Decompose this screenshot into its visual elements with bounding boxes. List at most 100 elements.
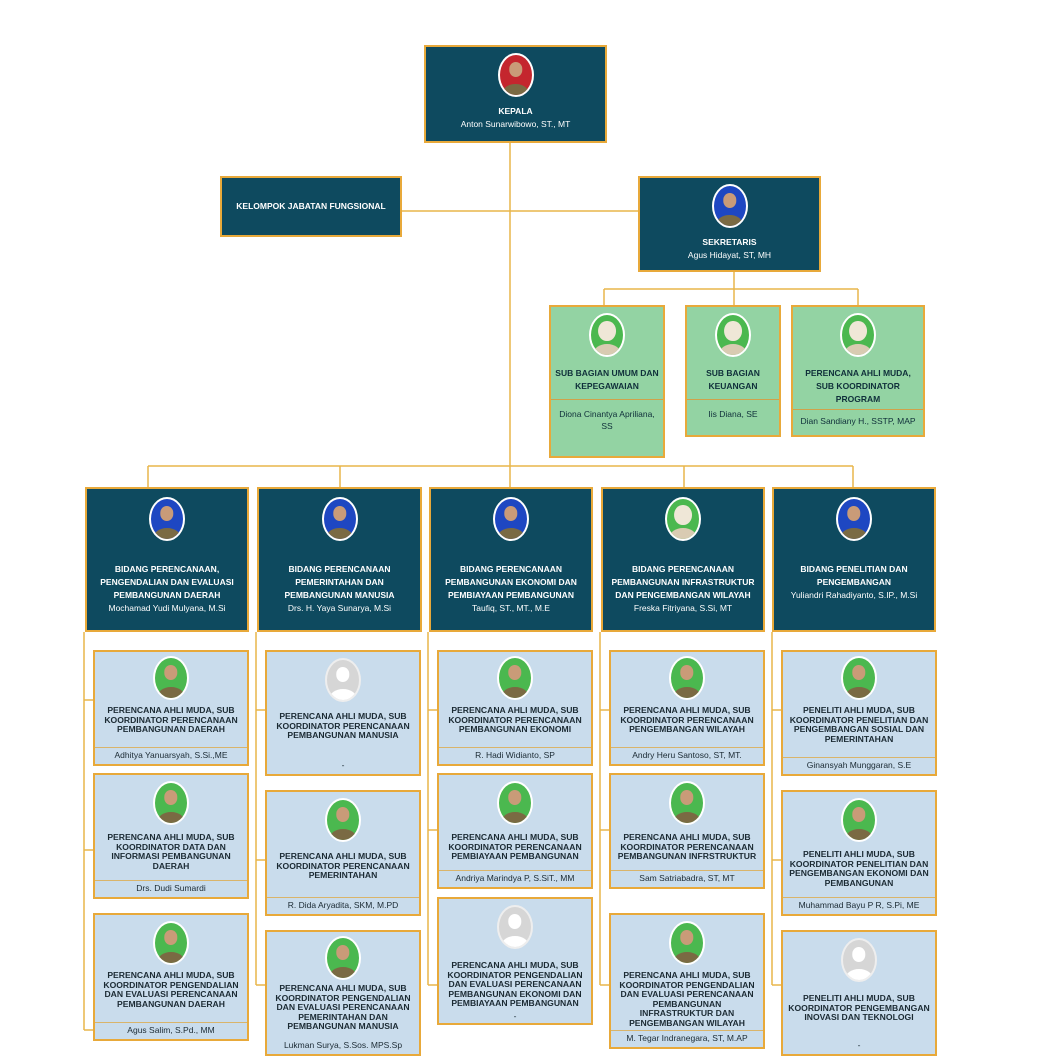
staff-card-2-1[interactable]: PERENCANA AHLI MUDA, SUB KOORDINATOR PER… [265,650,421,776]
staff-card-5-1[interactable]: PENELITI AHLI MUDA, SUB KOORDINATOR PENE… [781,650,937,776]
subbagian-program-name: Dian Sandiany H., SSTP, MAP [800,416,916,426]
subbagian-program-title: PERENCANA AHLI MUDA, SUB KOORDINATOR PRO… [805,368,911,404]
staff-2-1-avatar [325,658,361,702]
staff-card-4-3[interactable]: PERENCANA AHLI MUDA, SUB KOORDINATOR PEN… [609,913,765,1049]
staff-2-2-avatar [325,798,361,842]
staff-card-2-2[interactable]: PERENCANA AHLI MUDA, SUB KOORDINATOR PER… [265,790,421,916]
subbagian-umum-divider [551,399,663,400]
staff-card-4-1[interactable]: PERENCANA AHLI MUDA, SUB KOORDINATOR PER… [609,650,765,766]
staff-2-3-title: PERENCANA AHLI MUDA, SUB KOORDINATOR PEN… [275,983,411,1032]
staff-4-1-name: Andry Heru Santoso, ST, MT. [611,747,763,764]
subbagian-card-program[interactable]: PERENCANA AHLI MUDA, SUB KOORDINATOR PRO… [791,305,925,437]
bidang-1-avatar [149,497,185,541]
staff-4-3-name: M. Tegar Indranegara, ST, M.AP [611,1030,763,1047]
bidang-5-title: BIDANG PENELITIAN DAN PENGEMBANGAN [800,564,908,587]
kepala-avatar [497,53,534,97]
kepala-title: KEPALA [498,106,533,116]
staff-5-3-name: - [857,1040,861,1050]
kepala-name: Anton Sunarwibowo, ST., MT [460,119,571,129]
sekretaris-card[interactable]: SEKRETARIS Agus Hidayat, ST, MH [638,176,821,272]
staff-3-3-title: PERENCANA AHLI MUDA, SUB KOORDINATOR PEN… [447,960,583,1009]
staff-1-1-avatar [153,656,189,700]
staff-5-2-name: Muhammad Bayu P R, S.Pi, ME [783,897,935,914]
staff-4-2-name: Sam Satriabadra, ST, MT [611,870,763,887]
staff-3-1-avatar [497,656,533,700]
staff-4-1-avatar [669,656,705,700]
staff-2-3-name: Lukman Surya, S.Sos. MPS.Sp [283,1040,403,1050]
bidang-card-5[interactable]: BIDANG PENELITIAN DAN PENGEMBANGAN Yulia… [772,487,936,632]
staff-4-1-title: PERENCANA AHLI MUDA, SUB KOORDINATOR PER… [620,705,754,735]
staff-1-3-title: PERENCANA AHLI MUDA, SUB KOORDINATOR PEN… [103,970,239,1009]
staff-5-1-title: PENELITI AHLI MUDA, SUB KOORDINATOR PENE… [789,705,929,744]
staff-card-1-1[interactable]: PERENCANA AHLI MUDA, SUB KOORDINATOR PER… [93,650,249,766]
staff-card-5-3[interactable]: PENELITI AHLI MUDA, SUB KOORDINATOR PENG… [781,930,937,1056]
fungsional-title: KELOMPOK JABATAN FUNGSIONAL [236,201,386,211]
bidang-3-title: BIDANG PERENCANAAN PEMBANGUNAN EKONOMI D… [445,564,577,600]
staff-4-3-avatar [669,921,705,965]
staff-2-2-title: PERENCANA AHLI MUDA, SUB KOORDINATOR PER… [276,851,410,881]
staff-3-1-title: PERENCANA AHLI MUDA, SUB KOORDINATOR PER… [448,705,582,735]
staff-2-3-avatar [325,936,361,980]
staff-card-5-2[interactable]: PENELITI AHLI MUDA, SUB KOORDINATOR PENE… [781,790,937,916]
staff-card-3-3[interactable]: PERENCANA AHLI MUDA, SUB KOORDINATOR PEN… [437,897,593,1025]
staff-3-3-name: - [513,1010,517,1021]
sekretaris-avatar [711,184,748,228]
bidang-2-name: Drs. H. Yaya Sunarya, M.Si [287,603,392,613]
subbagian-keuangan-divider [687,399,779,400]
staff-5-1-avatar [841,656,877,700]
staff-card-1-3[interactable]: PERENCANA AHLI MUDA, SUB KOORDINATOR PEN… [93,913,249,1041]
staff-5-3-title: PENELITI AHLI MUDA, SUB KOORDINATOR PENG… [788,993,930,1023]
bidang-card-3[interactable]: BIDANG PERENCANAAN PEMBANGUNAN EKONOMI D… [429,487,593,632]
bidang-card-1[interactable]: BIDANG PERENCANAAN, PENGENDALIAN DAN EVA… [85,487,249,632]
bidang-4-avatar [665,497,701,541]
staff-card-4-2[interactable]: PERENCANA AHLI MUDA, SUB KOORDINATOR PER… [609,773,765,889]
kepala-card[interactable]: KEPALA Anton Sunarwibowo, ST., MT [424,45,607,143]
staff-2-1-name: - [341,760,345,770]
staff-1-2-avatar [153,781,189,825]
sekretaris-title: SEKRETARIS [702,237,757,247]
staff-4-2-title: PERENCANA AHLI MUDA, SUB KOORDINATOR PER… [617,832,757,862]
staff-4-3-title: PERENCANA AHLI MUDA, SUB KOORDINATOR PEN… [619,970,755,1028]
subbagian-keuangan-avatar [715,313,751,357]
subbagian-keuangan-name: Iis Diana, SE [708,409,758,419]
subbagian-umum-avatar [589,313,625,357]
staff-4-2-avatar [669,781,705,825]
staff-1-1-title: PERENCANA AHLI MUDA, SUB KOORDINATOR PER… [104,705,238,735]
staff-3-1-name: R. Hadi Widianto, SP [439,747,591,764]
fungsional-card[interactable]: KELOMPOK JABATAN FUNGSIONAL [220,176,402,237]
bidang-5-avatar [836,497,872,541]
staff-3-2-title: PERENCANA AHLI MUDA, SUB KOORDINATOR PER… [448,832,582,862]
staff-1-1-name: Adhitya Yanuarsyah, S.Si.,ME [95,747,247,764]
staff-1-3-name: Agus Salim, S.Pd., MM [95,1022,247,1039]
subbagian-program-avatar [840,313,876,357]
staff-1-2-name: Drs. Dudi Sumardi [95,880,247,897]
staff-5-1-name: Ginansyah Munggaran, S.E [783,757,935,774]
bidang-3-avatar [493,497,529,541]
staff-3-3-avatar [497,905,533,949]
staff-card-2-3[interactable]: PERENCANA AHLI MUDA, SUB KOORDINATOR PEN… [265,930,421,1056]
staff-card-1-2[interactable]: PERENCANA AHLI MUDA, SUB KOORDINATOR DAT… [93,773,249,899]
bidang-card-4[interactable]: BIDANG PERENCANAAN PEMBANGUNAN INFRASTRU… [601,487,765,632]
sekretaris-name: Agus Hidayat, ST, MH [687,250,772,260]
bidang-1-name: Mochamad Yudi Mulyana, M.Si [108,603,226,613]
staff-5-2-title: PENELITI AHLI MUDA, SUB KOORDINATOR PENE… [789,849,929,888]
staff-5-3-avatar [841,938,877,982]
staff-card-3-1[interactable]: PERENCANA AHLI MUDA, SUB KOORDINATOR PER… [437,650,593,766]
bidang-4-name: Freska Fitriyana, S.Si, MT [633,603,733,613]
subbagian-program-divider [793,409,923,410]
staff-5-2-avatar [841,798,877,842]
staff-2-2-name: R. Dida Aryadita, SKM, M.PD [267,897,419,914]
subbagian-card-keuangan[interactable]: SUB BAGIAN KEUANGAN Iis Diana, SE [685,305,781,437]
bidang-2-avatar [321,497,358,541]
staff-3-2-avatar [497,781,533,825]
subbagian-card-umum[interactable]: SUB BAGIAN UMUM DAN KEPEGAWAIAN Diona Ci… [549,305,665,458]
subbagian-umum-title: SUB BAGIAN UMUM DAN KEPEGAWAIAN [555,368,659,391]
bidang-4-title: BIDANG PERENCANAAN PEMBANGUNAN INFRASTRU… [611,564,755,600]
staff-card-3-2[interactable]: PERENCANA AHLI MUDA, SUB KOORDINATOR PER… [437,773,593,889]
bidang-card-2[interactable]: BIDANG PERENCANAAN PEMERINTAHAN DAN PEMB… [257,487,422,632]
bidang-2-title: BIDANG PERENCANAAN PEMERINTAHAN DAN PEMB… [284,564,395,600]
staff-1-2-title: PERENCANA AHLI MUDA, SUB KOORDINATOR DAT… [107,832,235,871]
staff-3-2-name: Andriya Marindya P, S.SiT., MM [439,870,591,887]
